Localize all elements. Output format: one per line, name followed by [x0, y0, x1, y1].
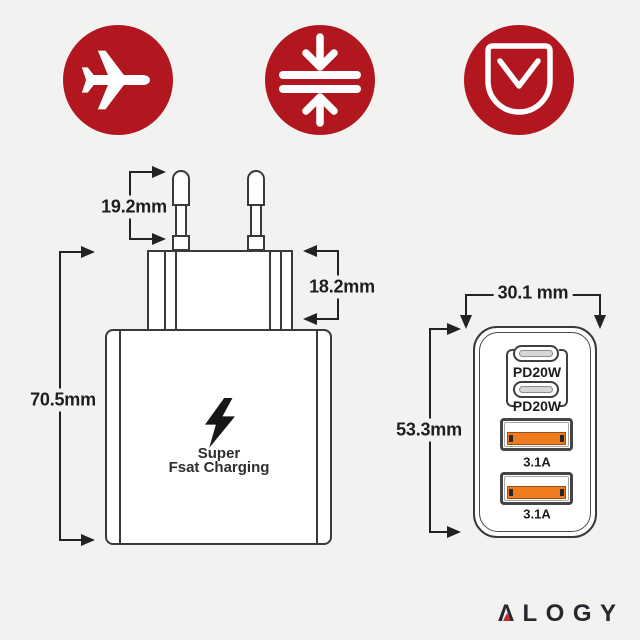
plug-head-edge-line	[280, 252, 282, 329]
plug-pin-right-shaft	[250, 204, 262, 237]
slim-badge	[265, 25, 375, 135]
logo-accent-triangle	[503, 613, 511, 621]
dim-height-label: 70.5mm	[26, 388, 100, 412]
compress-icon	[279, 33, 361, 127]
dim-arrow	[459, 315, 472, 329]
lightning-bolt-icon	[205, 398, 235, 448]
airplane-icon	[81, 50, 150, 110]
dim-arrow	[447, 322, 461, 335]
usb-c-group-bracket-right	[559, 349, 568, 407]
dim-arrow	[81, 245, 95, 258]
plug-head-edge-line	[269, 252, 271, 329]
usb-c-slot	[519, 386, 553, 393]
dim-width-line	[599, 294, 601, 316]
dim-pin-length-line	[129, 171, 153, 173]
charging-label-line2: Fsat Charging	[168, 459, 270, 476]
dim-width-line	[465, 294, 467, 316]
dim-pin-length-line	[129, 238, 153, 240]
dim-head-line	[316, 318, 339, 320]
usb-a-port-2-label: 3.1A	[523, 506, 551, 522]
dim-arrow	[152, 165, 166, 178]
brand-logo: ΛLOGY	[498, 600, 625, 627]
plug-pin-right-base	[247, 235, 265, 251]
dim-height-line	[59, 539, 82, 541]
dim-height-line	[59, 251, 82, 253]
front-panel-inner-outline	[479, 332, 591, 532]
usb-c-port-2	[513, 381, 559, 398]
pocket-badge	[464, 25, 574, 135]
plug-head-edge-line	[164, 252, 166, 329]
plug-head-edge-line	[175, 252, 177, 329]
charger-body-edge-line	[316, 331, 318, 543]
dim-front-height-label: 53.3mm	[392, 418, 466, 442]
charger-body-edge-line	[119, 331, 121, 543]
usb-c-port-1-label: PD20W	[512, 364, 562, 380]
dim-pin-length-label: 19.2mm	[97, 195, 171, 219]
usb-a-inner-outline	[504, 476, 569, 501]
dim-head-label: 18.2mm	[305, 275, 379, 299]
usb-c-slot	[519, 350, 553, 357]
usb-a-tongue	[507, 432, 566, 445]
dim-arrow	[152, 232, 166, 245]
dim-front-height-line	[429, 531, 448, 533]
plug-pin-right-tip	[247, 170, 265, 206]
dim-front-height-line	[429, 328, 448, 330]
usb-c-group-bracket-left	[506, 349, 515, 407]
dim-width-label: 30.1 mm	[493, 281, 573, 305]
usb-a-inner-outline	[504, 422, 569, 447]
dim-arrow	[81, 533, 95, 546]
plug-head	[147, 250, 293, 331]
usb-c-port-1	[513, 345, 559, 362]
dim-arrow	[303, 244, 317, 257]
plug-pin-left-base	[172, 235, 190, 251]
plug-pin-left-tip	[172, 170, 190, 206]
travel-badge	[63, 25, 173, 135]
dim-arrow	[593, 315, 606, 329]
usb-a-port-1-label: 3.1A	[523, 454, 551, 470]
charging-label-line1: Super	[197, 445, 241, 462]
plug-pin-left-shaft	[175, 204, 187, 237]
charger-body	[105, 329, 332, 545]
pocket-icon	[485, 43, 553, 115]
dim-arrow	[447, 525, 461, 538]
dim-arrow	[303, 312, 317, 325]
dim-head-line	[316, 250, 339, 252]
usb-a-tongue	[507, 486, 566, 499]
usb-c-port-2-label: PD20W	[512, 398, 562, 414]
